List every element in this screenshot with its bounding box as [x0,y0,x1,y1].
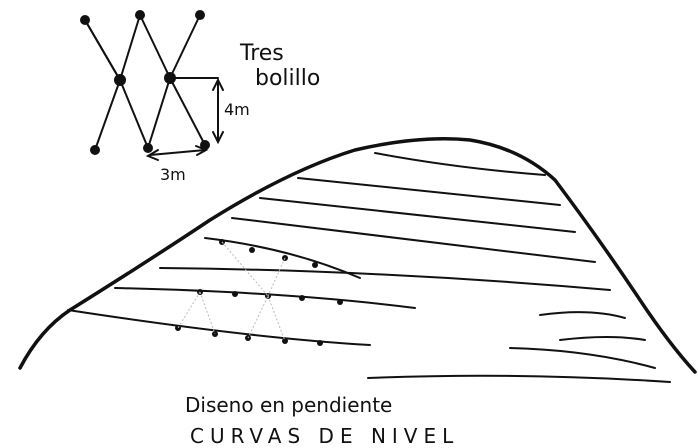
contour-line [509,347,656,369]
guide-line [177,291,201,329]
contour-plant [312,262,318,268]
contour-plant [317,340,323,346]
planting-points [80,10,210,155]
pattern-line [147,77,171,149]
vertical-arrow-bottom [212,131,224,145]
contour-plant [337,299,343,305]
guide-line [267,295,286,342]
contour-line [114,287,416,309]
plant-dot [90,145,100,155]
contour-line [231,217,596,263]
plant-dot [200,140,210,150]
tresbolillo-pattern [84,14,224,161]
contour-line [374,152,546,176]
horizontal-arrow-left [145,149,159,161]
plant-dot [195,10,205,20]
pattern-title-line1: Tres [239,41,284,66]
vertical-arrow-top [212,77,224,91]
plant-dot [164,72,176,84]
contour-lines [67,152,671,383]
pattern-line [169,77,206,146]
plant-dot [114,74,126,86]
pattern-line [119,79,149,149]
vertical-spacing-label: 4m [224,100,250,119]
contour-plant [232,291,238,297]
contour-line [159,267,611,291]
pattern-line [169,14,201,79]
contour-line [67,309,371,346]
caption-contour: CURVAS DE NIVEL [190,424,459,448]
guide-line [267,257,286,297]
horizontal-dimension-line [149,149,206,156]
guide-line [199,291,216,335]
stagger-guide-lines [177,241,286,342]
contour-line [559,336,646,341]
contour-line [259,197,576,233]
guide-line [221,241,269,339]
horizontal-spacing-label: 3m [160,165,186,184]
contour-plant [249,247,255,253]
hill-outline [18,137,697,374]
plant-dot [143,143,153,153]
contour-line [297,177,561,206]
pattern-title-line2: bolillo [255,66,320,91]
pattern-line [119,14,141,81]
plant-dot [80,15,90,25]
contour-plant [175,325,181,331]
pattern-line [84,19,122,151]
pattern-line [139,14,171,79]
caption-design: Diseno en pendiente [185,393,392,417]
horizontal-arrow-right [195,145,209,156]
plant-dot [135,10,145,20]
contour-line [367,374,671,383]
contour-plant [299,295,305,301]
contour-line [539,311,626,319]
pattern-line [84,19,121,81]
